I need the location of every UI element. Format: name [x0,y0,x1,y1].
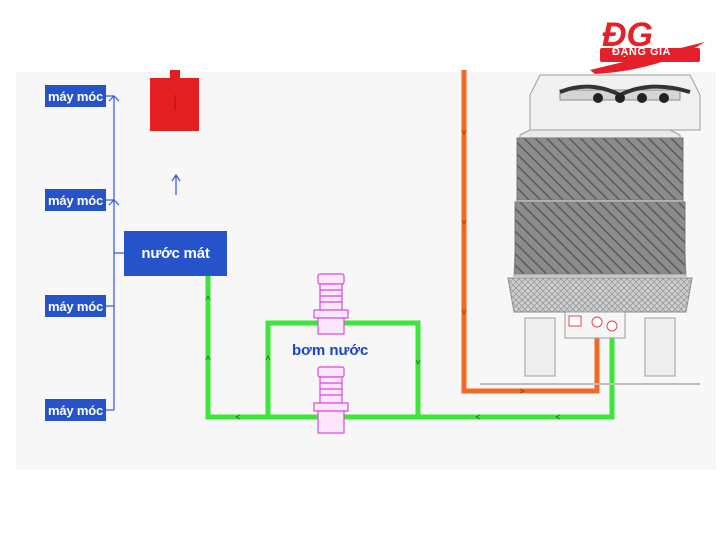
logo-mark: ĐG [602,16,653,54]
distribution-lines [106,95,181,411]
pump-label: bơm nước [292,342,369,359]
pump-icon [313,366,349,434]
machine-label-1: máy móc [45,85,106,107]
return-flow-arrows [461,129,526,394]
cooling-water-label: nước mát [124,231,227,276]
logo-name: ĐẶNG GIA [612,46,671,58]
cooling-tower-icon [480,74,701,385]
machine-label-2: máy móc [45,189,106,211]
expansion-tank-icon [150,70,199,131]
return-pipe [461,70,600,394]
supply-flow-arrows [205,294,561,420]
machine-label-4: máy móc [45,399,106,421]
machine-label-3: máy móc [45,295,106,317]
pump-icon [313,273,349,335]
logo-icon: ĐG [590,16,705,74]
